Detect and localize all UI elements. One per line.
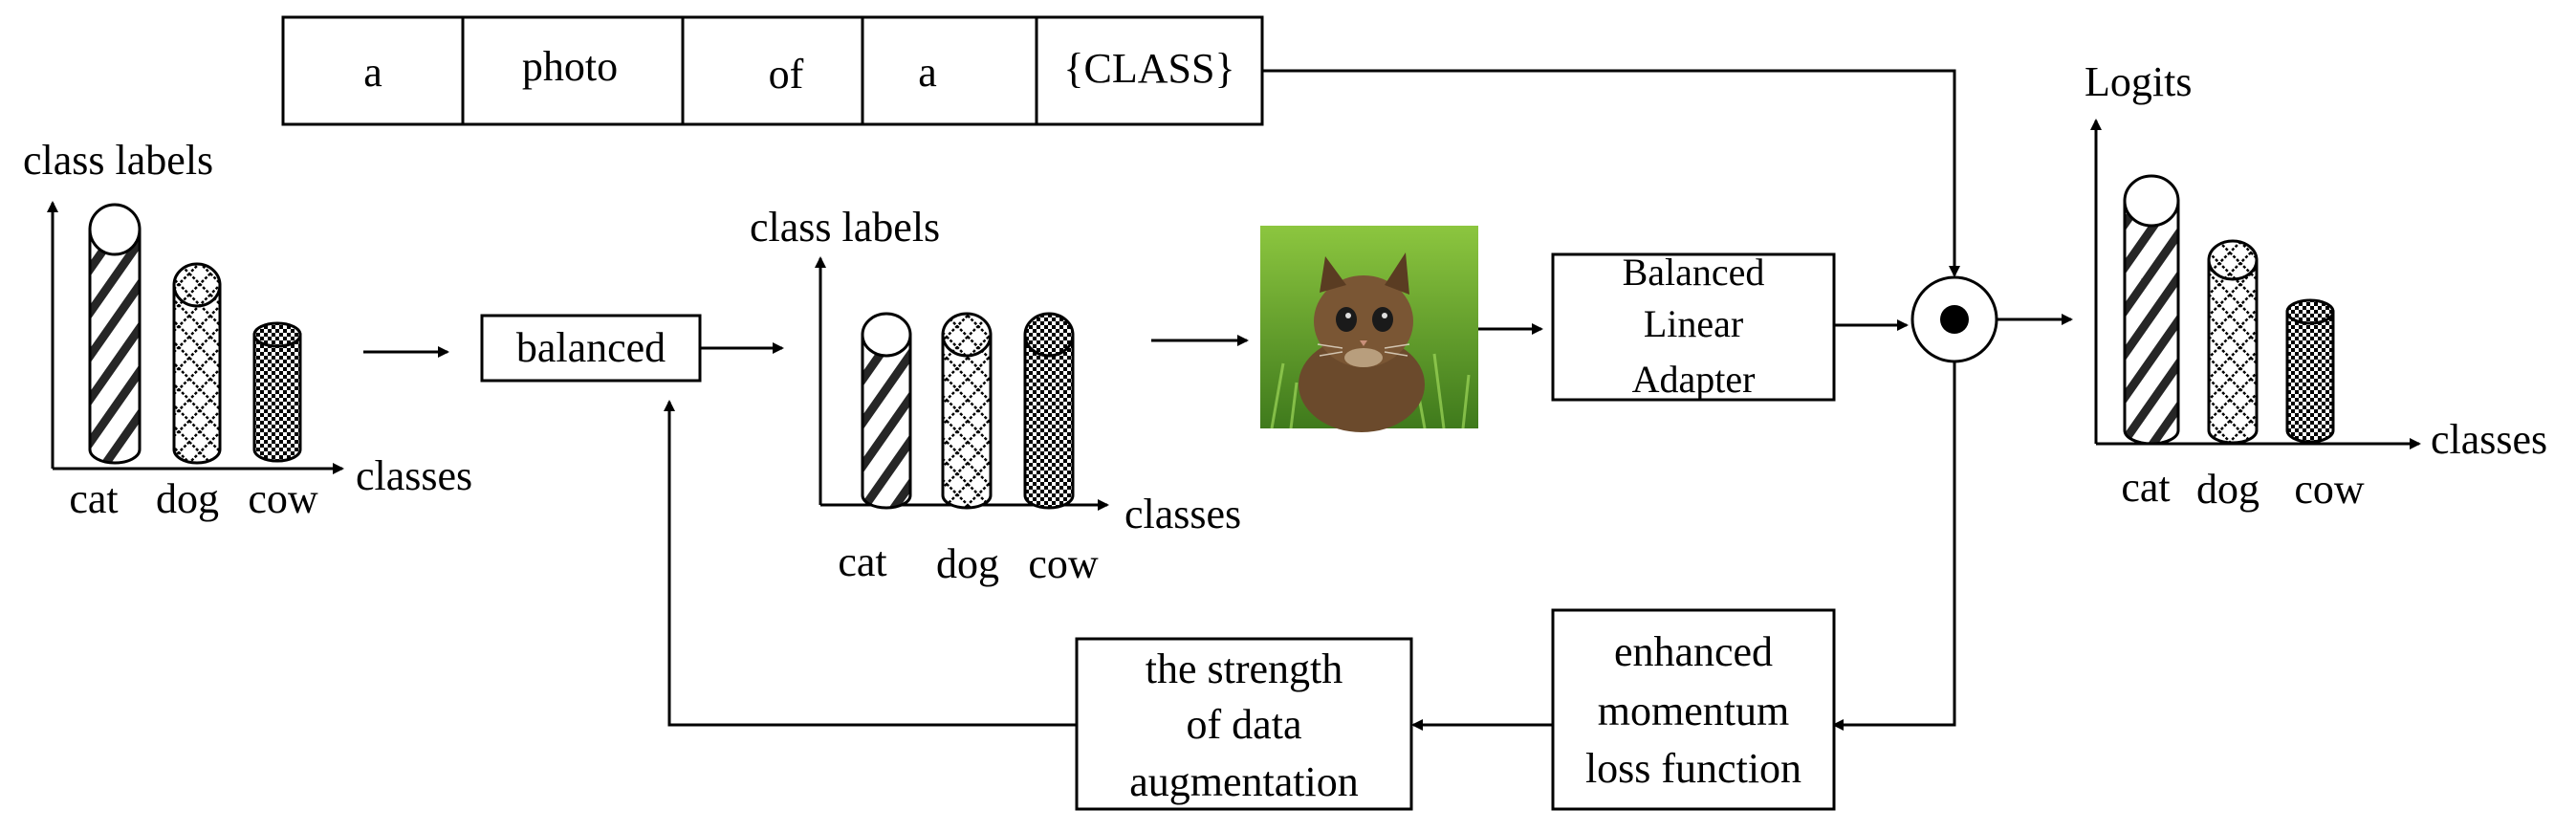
left-chart-xlabel: classes xyxy=(356,452,472,499)
left-chart-ylabel: class labels xyxy=(23,137,213,184)
right-chart: Logits classes cat dog cow xyxy=(2085,58,2547,513)
prompt-token-5: {CLASS} xyxy=(1063,45,1234,92)
right-cylinder-dog xyxy=(2207,239,2259,445)
adapter-line-2: Linear xyxy=(1644,302,1743,345)
left-cylinder-dog xyxy=(172,262,222,465)
right-chart-tick-dog: dog xyxy=(2196,466,2259,513)
augmentation-line-2: of data xyxy=(1187,701,1302,748)
augmentation-line-1: the strength xyxy=(1146,646,1343,692)
middle-chart-tick-dog: dog xyxy=(936,540,999,587)
right-cylinder-cow xyxy=(2285,298,2335,444)
middle-cylinder-dog xyxy=(941,312,993,510)
middle-cylinder-cat xyxy=(861,312,912,510)
loss-line-1: enhanced xyxy=(1614,628,1773,675)
left-chart-tick-cow: cow xyxy=(248,475,318,522)
right-chart-tick-cow: cow xyxy=(2294,466,2365,513)
prompt-token-strip: a photo of a {CLASS} xyxy=(281,15,1264,126)
right-chart-tick-cat: cat xyxy=(2121,464,2170,511)
prompt-token-4: a xyxy=(918,49,937,96)
left-chart-tick-dog: dog xyxy=(156,475,219,522)
middle-chart-ylabel: class labels xyxy=(750,204,940,251)
balanced-linear-adapter-box: Balanced Linear Adapter xyxy=(1551,251,1836,402)
augmentation-line-3: augmentation xyxy=(1129,758,1359,805)
prompt-token-2: photo xyxy=(522,43,618,90)
left-cylinder-cat xyxy=(88,203,142,465)
arrow-product-to-loss xyxy=(1832,361,1956,731)
balanced-label: balanced xyxy=(516,324,666,371)
prompt-token-3: of xyxy=(769,51,804,98)
loss-line-2: momentum xyxy=(1598,688,1789,734)
augmentation-strength-box: the strength of data augmentation xyxy=(1075,637,1413,811)
arrow-augmentation-to-balanced xyxy=(664,400,1077,727)
enhanced-momentum-loss-box: enhanced momentum loss function xyxy=(1551,608,1836,811)
prompt-strip-frame xyxy=(281,15,1264,126)
adapter-line-3: Adapter xyxy=(1632,358,1756,401)
arrow-prompt-to-product xyxy=(1262,69,1960,277)
middle-chart-tick-cat: cat xyxy=(838,538,886,585)
elementwise-product-operator xyxy=(1910,275,1998,363)
loss-line-3: loss function xyxy=(1585,745,1801,792)
middle-chart: class labels classes cat dog cow xyxy=(750,204,1241,587)
kitten-image xyxy=(1260,226,1478,432)
middle-chart-xlabel: classes xyxy=(1124,491,1241,537)
left-chart: class labels classes cat dog cow xyxy=(23,137,472,522)
left-chart-tick-cat: cat xyxy=(69,475,118,522)
left-cylinder-cow xyxy=(252,321,302,463)
right-chart-xlabel: classes xyxy=(2431,416,2547,463)
middle-cylinder-cow xyxy=(1023,312,1075,510)
right-cylinder-cat xyxy=(2123,174,2180,446)
balanced-box: balanced xyxy=(480,314,702,383)
prompt-token-1: a xyxy=(363,49,382,96)
right-chart-ylabel: Logits xyxy=(2085,58,2192,105)
adapter-line-1: Balanced xyxy=(1623,251,1765,294)
middle-chart-tick-cow: cow xyxy=(1028,540,1099,587)
